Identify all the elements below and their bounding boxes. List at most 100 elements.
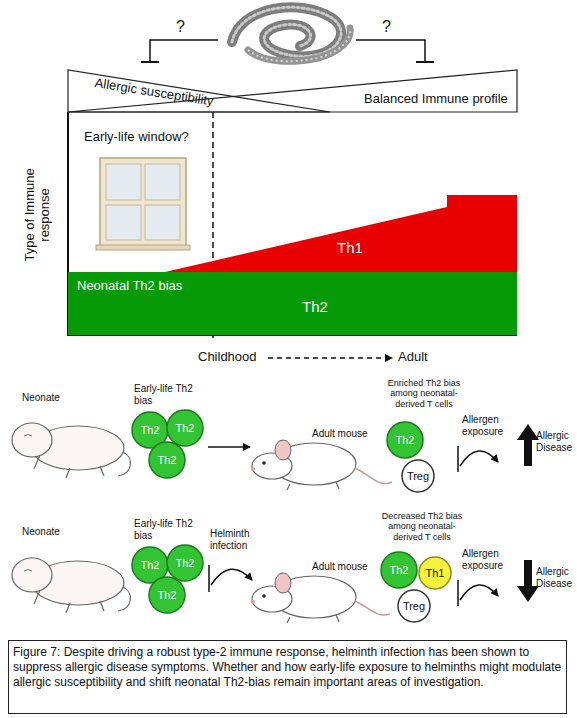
stage-label: Neonate bbox=[22, 526, 82, 538]
exposure-label: Allergen exposure bbox=[462, 548, 517, 571]
adult-mouse bbox=[251, 573, 390, 623]
stage-label: Adult mouse bbox=[312, 428, 382, 440]
mouse-ear bbox=[275, 573, 291, 593]
exposure-bar bbox=[208, 565, 210, 592]
th2-band: Neonatal Th2 biasTh2 bbox=[68, 272, 517, 335]
time-arrow bbox=[268, 357, 392, 359]
worm-body bbox=[248, 28, 350, 61]
th2-cell: Th2 bbox=[166, 544, 204, 582]
window-pane bbox=[106, 164, 141, 200]
neonate-mouse bbox=[12, 423, 130, 478]
helminth-illustration bbox=[232, 7, 350, 61]
node-outline bbox=[165, 195, 517, 272]
cell-circle bbox=[167, 545, 203, 581]
mouse-legs bbox=[34, 590, 104, 613]
mouse-legs bbox=[34, 455, 104, 478]
exposure-bar bbox=[457, 446, 459, 472]
stage-label: Adult mouse bbox=[312, 561, 382, 573]
mouse-eye bbox=[262, 461, 266, 465]
window-frame bbox=[100, 158, 186, 246]
cell-circle bbox=[387, 422, 423, 458]
window-pane bbox=[145, 164, 180, 200]
mouse-legs bbox=[287, 482, 339, 490]
node-text: Th2 bbox=[166, 544, 204, 582]
node-text: Balanced Immune profile bbox=[364, 92, 508, 107]
inhibition-bar bbox=[416, 61, 434, 63]
inhibition-line bbox=[150, 40, 218, 62]
node-text: Th2 bbox=[166, 409, 204, 447]
caption-box: Figure 7: Despite driving a robust type-… bbox=[8, 640, 567, 714]
window-label: Early-life window? bbox=[84, 130, 214, 145]
increase-arrow bbox=[517, 424, 539, 466]
th1-area: Th1 bbox=[165, 195, 517, 272]
band-shape bbox=[68, 272, 517, 335]
bias-label: Early-life Th2 bias bbox=[134, 518, 194, 541]
window-sill bbox=[96, 245, 190, 250]
th1-cell: Th1 bbox=[418, 556, 452, 590]
wedge-shape bbox=[165, 195, 517, 272]
question-mark: ? bbox=[176, 18, 196, 36]
cell-circle bbox=[167, 410, 203, 446]
node-text: Treg bbox=[397, 589, 431, 623]
cell-circle bbox=[402, 460, 434, 492]
neonate-mouse bbox=[12, 558, 130, 613]
cell-circle bbox=[149, 442, 185, 478]
question-mark: ? bbox=[382, 18, 402, 36]
window-pane bbox=[106, 205, 141, 240]
bias-label: Early-life Th2 bias bbox=[134, 383, 194, 406]
outcome-label: Allergic Disease bbox=[536, 566, 577, 589]
outcome-label: Allergic Disease bbox=[536, 430, 577, 453]
mouse-ear bbox=[275, 440, 291, 460]
node-text: Th1 bbox=[418, 556, 452, 590]
adult-mouse bbox=[251, 440, 392, 490]
node-text: Th2 bbox=[148, 441, 186, 479]
profile-note: Enriched Th2 bias among neonatal-derived… bbox=[383, 378, 465, 409]
treg-cell: Treg bbox=[397, 589, 431, 623]
infection-label: Helminth infection bbox=[210, 528, 270, 551]
exposure-arrow bbox=[460, 451, 498, 466]
caption-text: Figure 7: Despite driving a robust type-… bbox=[13, 645, 562, 690]
mouse-nose bbox=[251, 467, 255, 471]
cell-circle bbox=[419, 557, 451, 589]
node-text: Neonatal Th2 bias bbox=[77, 279, 182, 294]
node-text: Th2 bbox=[148, 576, 186, 614]
mouse-eye bbox=[262, 594, 266, 598]
inhibition-line bbox=[356, 40, 425, 62]
mouse-legs bbox=[287, 615, 339, 623]
mouse-tail bbox=[118, 587, 130, 611]
mouse-head bbox=[12, 423, 52, 457]
decrease-arrow bbox=[517, 560, 539, 602]
node-text: Th2 bbox=[386, 421, 424, 459]
wedge-shape bbox=[68, 70, 517, 112]
node-text: Th2 bbox=[380, 551, 418, 589]
balance-wedge: Balanced Immune profile bbox=[68, 70, 517, 112]
treg-cell: Treg bbox=[401, 459, 435, 493]
mouse-tail bbox=[118, 452, 130, 476]
window-illustration bbox=[96, 158, 190, 250]
inhibition-bar bbox=[141, 61, 159, 63]
th2-cell: Th2 bbox=[148, 441, 186, 479]
mouse-eye bbox=[24, 570, 32, 572]
profile-note: Decreased Th2 bias among neonatal-derive… bbox=[380, 511, 464, 542]
worm-texture bbox=[248, 28, 350, 61]
th2-cell: Th2 bbox=[148, 576, 186, 614]
mouse-nose bbox=[251, 600, 255, 604]
node-text: Th2 bbox=[302, 298, 328, 315]
window-pane bbox=[145, 205, 180, 240]
node-text: Treg bbox=[401, 459, 435, 493]
time-label: Adult bbox=[398, 350, 448, 365]
cell-circle bbox=[381, 552, 417, 588]
axis-label: Type of Immune response bbox=[23, 157, 53, 272]
mouse-eye bbox=[24, 435, 32, 437]
mouse-tail bbox=[355, 468, 392, 484]
cell-circle bbox=[398, 590, 430, 622]
exposure-label: Allergen exposure bbox=[462, 414, 517, 437]
infection-arrow bbox=[211, 569, 252, 585]
th2-cell: Th2 bbox=[166, 409, 204, 447]
th2-cell: Th2 bbox=[386, 421, 424, 459]
exposure-bar bbox=[457, 580, 459, 606]
exposure-arrow bbox=[460, 585, 498, 600]
cell-circle bbox=[149, 577, 185, 613]
